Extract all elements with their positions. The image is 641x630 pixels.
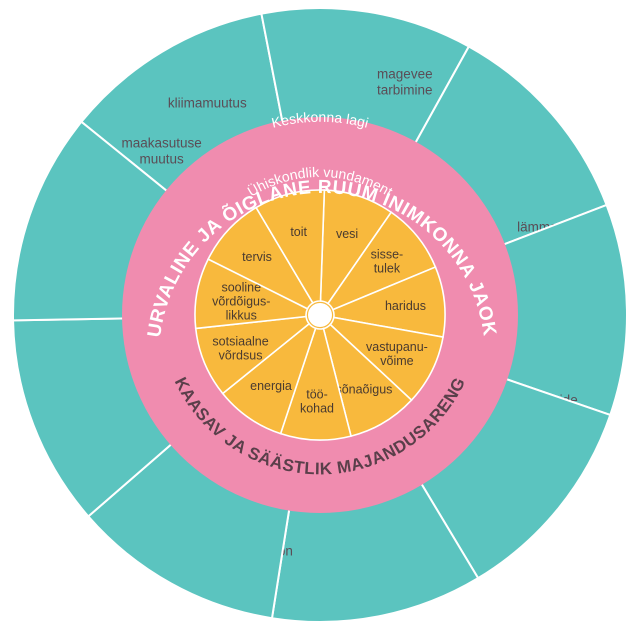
- social-label-resilience: vastupanu-võime: [366, 340, 428, 368]
- social-label-food: toit: [290, 225, 307, 239]
- social-label-health: tervis: [242, 250, 272, 264]
- social-foundation-wheel: vesi sisse-tulek haridus vastupanu-võime sõn…: [194, 189, 446, 441]
- boundary-label-climate-change: kliimamuutus: [168, 96, 247, 111]
- social-segment-food: [255, 189, 326, 305]
- social-label-voice: sõnaõigus: [335, 382, 392, 396]
- social-label-income: sisse-tulek: [371, 247, 404, 275]
- social-label-water: vesi: [336, 227, 358, 241]
- center-hub: [308, 303, 332, 327]
- environmental-ceiling-label: Keskkonna lagi: [270, 109, 370, 131]
- social-label-jobs: töö-kohad: [300, 387, 334, 415]
- social-label-education: haridus: [385, 299, 426, 313]
- social-label-energy: energia: [250, 379, 292, 393]
